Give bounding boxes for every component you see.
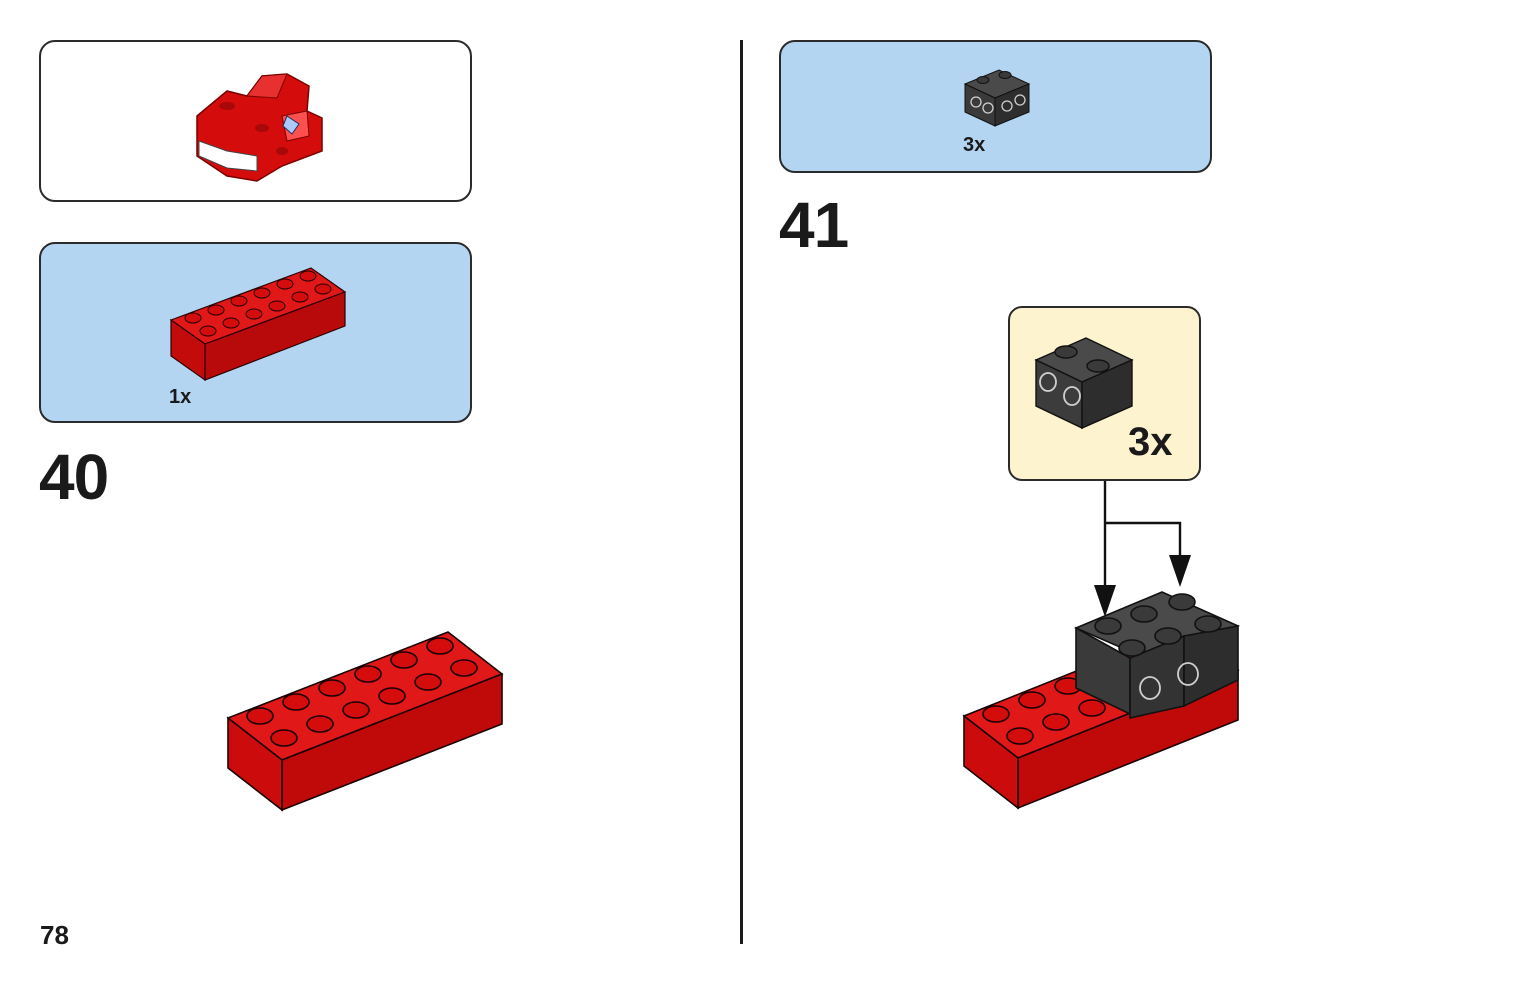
previous-model-panel [39,40,472,202]
red-brick-2x6-icon [169,267,347,382]
red-brick-2x6-assembly [226,631,504,812]
part-quantity: 1x [169,386,192,408]
black-brick-1x2-with-side-studs-icon [1034,337,1134,430]
callout-quantity: 3x [1128,420,1173,464]
parts-panel-step-40: 1x [39,242,472,423]
part-quantity: 3x [963,134,986,156]
page-number: 78 [40,920,69,950]
red-dragon-head-model-icon [196,73,323,182]
step-number: 40 [39,441,109,513]
page-divider [740,40,743,944]
step-number: 41 [779,189,849,261]
placement-arrows [1094,481,1191,617]
parts-panel-step-41: 3x [779,40,1212,173]
black-bricks-on-red-brick-assembly [962,591,1241,810]
black-brick-1x2-with-side-studs-icon [963,69,1031,127]
callout-box: 3x [1008,306,1201,481]
